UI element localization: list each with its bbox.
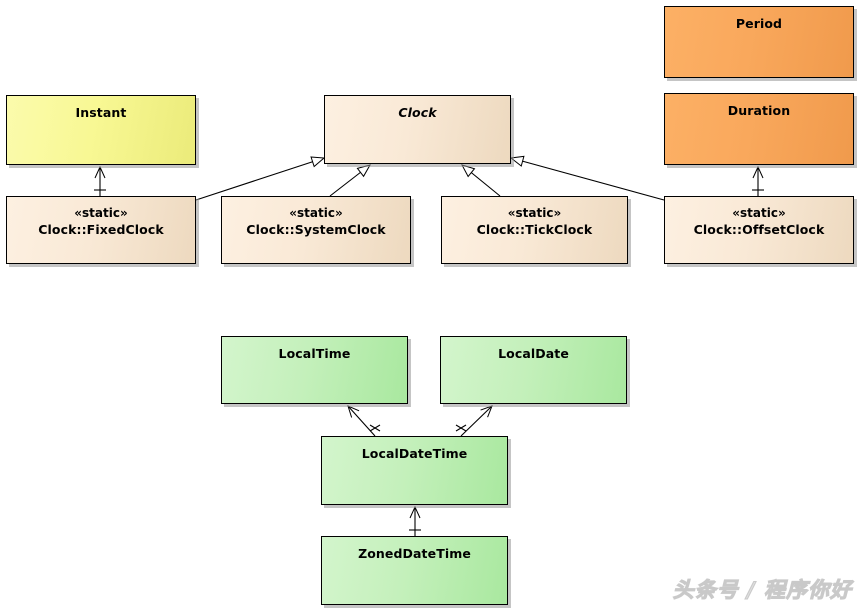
edge-fixedclock-instant (94, 165, 106, 196)
class-stereotype-systemclock: «static» (289, 206, 343, 220)
class-name-clock: Clock (398, 105, 437, 120)
edge-offsetclock-clock (509, 155, 665, 201)
class-box-localtime[interactable]: LocalTime (221, 336, 408, 404)
edge-localdatetime-localdate (455, 405, 493, 437)
edge-zoneddatetime-localdatetime (409, 505, 421, 536)
edge-offsetclock-duration (752, 165, 764, 196)
class-box-instant[interactable]: Instant (6, 95, 196, 165)
edge-localdatetime-localtime (347, 405, 381, 437)
class-name-period: Period (735, 16, 783, 31)
edge-systemclock-clock (329, 164, 372, 197)
class-name-offsetclock: Clock::OffsetClock (693, 221, 825, 237)
class-name-localdate: LocalDate (498, 346, 569, 361)
class-name-duration: Duration (727, 103, 791, 118)
class-box-offsetclock[interactable]: «static»Clock::OffsetClock (664, 196, 854, 264)
class-box-zoneddatetime[interactable]: ZonedDateTime (321, 536, 508, 605)
class-stereotype-offsetclock: «static» (732, 206, 786, 220)
class-box-clock[interactable]: Clock (324, 95, 511, 164)
class-name-tickclock: Clock::TickClock (476, 221, 593, 237)
class-name-zoneddatetime: ZonedDateTime (358, 546, 471, 561)
class-box-localdate[interactable]: LocalDate (440, 336, 627, 404)
class-name-systemclock: Clock::SystemClock (246, 221, 386, 237)
class-name-fixedclock: Clock::FixedClock (38, 221, 164, 237)
class-name-localdatetime: LocalDateTime (361, 446, 468, 461)
edge-fixedclock-clock (195, 156, 326, 201)
class-name-localtime: LocalTime (278, 346, 351, 361)
class-box-duration[interactable]: Duration (664, 93, 854, 165)
class-name-instant: Instant (75, 105, 127, 120)
class-box-tickclock[interactable]: «static»Clock::TickClock (441, 196, 628, 264)
class-box-localdatetime[interactable]: LocalDateTime (321, 436, 508, 505)
watermark-label: 头条号 / 程序你好 (672, 578, 852, 603)
class-box-fixedclock[interactable]: «static»Clock::FixedClock (6, 196, 196, 264)
class-box-period[interactable]: Period (664, 6, 854, 78)
edge-tickclock-clock (460, 164, 501, 197)
class-stereotype-tickclock: «static» (507, 206, 562, 220)
class-box-systemclock[interactable]: «static»Clock::SystemClock (221, 196, 411, 264)
class-stereotype-fixedclock: «static» (74, 206, 128, 220)
